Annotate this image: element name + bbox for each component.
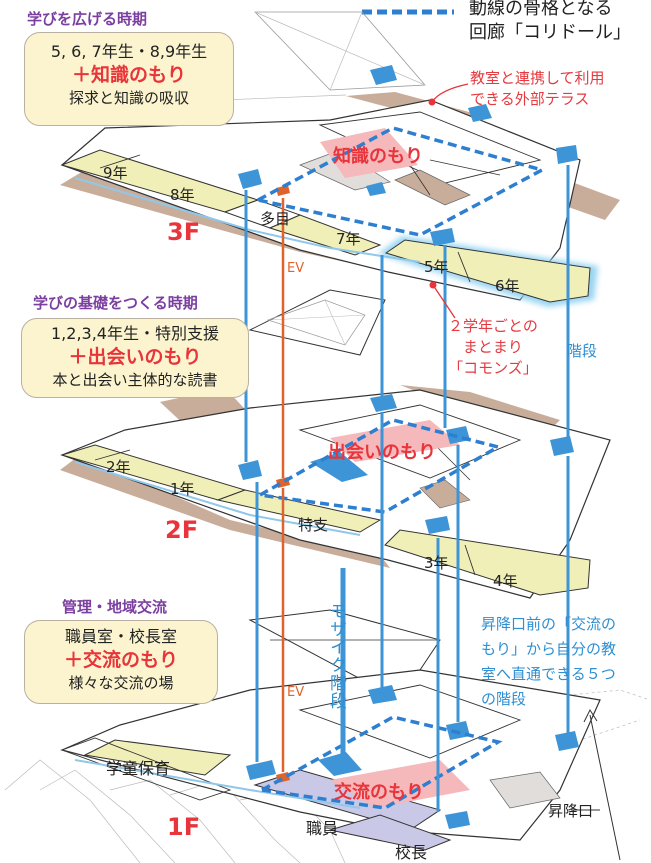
info-card-3f: 5, 6, 7年生・8,9年生 ＋知識のもり 探求と知識の吸収 [24,32,234,126]
corridor-3f [252,126,547,237]
room-g5: 5年 [424,258,449,276]
phase-3f: 学びを広げる時期 [27,10,148,28]
legend-line1: 動線の骨格となる [469,0,613,19]
room-multi: 多目 [260,210,290,228]
room-childcare: 学童保育 [106,759,170,778]
childcare-room [83,739,232,776]
corridor-1f [256,715,503,810]
commons-note-line3: 「コモンズ」 [448,359,538,377]
mori-3f [320,128,418,178]
terrace-note-line1: 教室と連携して利用 [470,69,605,87]
card-2f-line1: 1,2,3,4年生・特別支援 [51,324,219,343]
phase-1f: 管理・地域交流 [62,598,168,616]
card-3f-line2: ＋知識のもり [71,64,186,86]
five-stairs-line1: 昇降口前の「交流の [481,615,617,633]
floor-label-1f: 1F [167,813,200,841]
slab-1f [60,669,601,841]
mosaic-stairs-1f [318,752,362,776]
room-g1: 1年 [170,480,195,498]
terrace-note-line2: できる外部テラス [470,90,590,108]
room-special: 特支 [298,516,328,534]
mori-label-1f: 交流のもり [334,781,424,803]
card-2f-line2: ＋出会いのもり [68,346,202,368]
floor-2f [60,289,611,599]
five-stairs-line3: 室へ直通できる５つ [481,665,616,683]
five-stairs-note: 昇降口前の「交流の もり」から自分の教 室へ直通できる５つ の階段 [481,612,616,712]
info-card-2f: 1,2,3,4年生・特別支援 ＋出会いのもり 本と出会い主体的な読書 [21,318,249,398]
room-staff: 職員 [306,819,338,838]
room-g8: 8年 [170,186,195,204]
card-3f-line3: 探求と知識の吸収 [68,89,189,107]
card-1f-line1: 職員室・校長室 [64,627,177,646]
five-stairs-line2: もり」から自分の教 [481,640,617,658]
commons-5-6 [384,239,591,303]
room-g2: 2年 [106,458,131,476]
card-1f-line2: ＋交流のもり [63,649,178,671]
room-g4: 4年 [493,572,518,590]
five-stairs-line4: の階段 [481,690,527,708]
ev-label-upper: EV [287,261,304,276]
card-1f-line3: 様々な交流の場 [68,674,174,692]
commons-note: ２学年ごとの まとまり 「コモンズ」 [448,316,538,379]
mori-label-3f: 知識のもり [333,145,423,167]
card-2f-line3: 本と出会い主体的な読書 [52,371,218,389]
floor-3f [60,11,620,307]
room-g9: 9年 [103,164,128,182]
terrace-note: 教室と連携して利用 できる外部テラス [470,68,605,110]
info-card-1f: 職員室・校長室 ＋交流のもり 様々な交流の場 [24,620,218,704]
mori-1f [330,760,470,808]
ev-label-lower: EV [287,685,304,700]
card-3f-line1: 5, 6, 7年生・8,9年生 [50,42,208,61]
stairs-label: 階段 [567,342,597,360]
floor-label-2f: 2F [165,516,198,544]
phase-2f: 学びの基礎をつくる時期 [33,294,198,312]
commons-note-line2: まとまり [462,338,523,356]
floor-label-3f: 3F [167,218,200,246]
room-g7: 7年 [336,230,361,248]
room-g3: 3年 [424,554,449,572]
floor-1f [4,609,651,863]
corridor-2f [254,418,503,514]
commons-note-line1: ２学年ごとの [448,317,538,335]
room-principal: 校長 [395,843,427,862]
legend-line2: 回廊「コリドール」 [469,22,631,43]
room-g6: 6年 [495,277,520,295]
room-entrance: 昇降口 [548,802,593,820]
mosaic-stairs-label: モザイク階段 [326,602,347,710]
mori-label-2f: 出会いのもり [328,441,436,463]
